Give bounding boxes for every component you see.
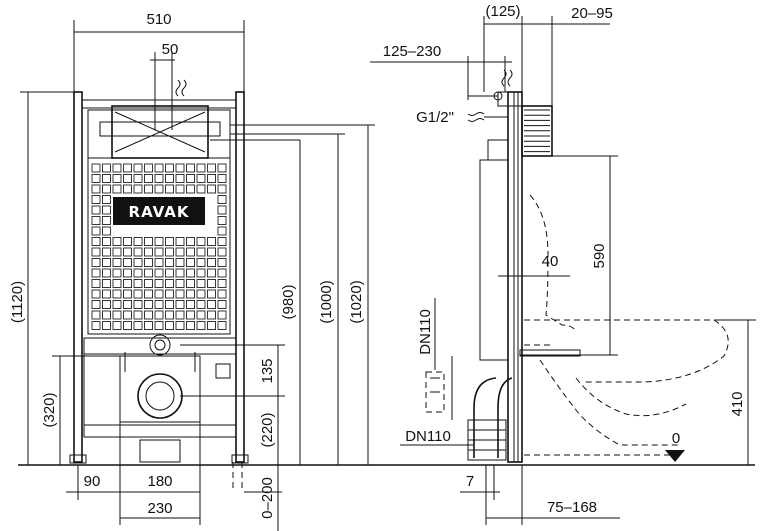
dim-7: 7: [466, 473, 474, 490]
dim-980: (980): [280, 284, 297, 319]
dim-1120: (1120): [9, 281, 26, 323]
dim-20-95: 20–95: [571, 5, 613, 22]
front-frame: [69, 91, 249, 492]
front-dimensions: 510 50 (1120) (320) (980) (1000) (1020): [9, 11, 375, 531]
zero-level-marker: [665, 450, 685, 462]
wc-bowl-outline: [520, 194, 729, 456]
thread-g12: G1/2": [416, 109, 454, 126]
dim-510: 510: [146, 11, 171, 28]
dim-0-200: 0–200: [259, 477, 276, 519]
dim-1000: (1000): [318, 280, 335, 323]
dn110-upper: DN110: [417, 309, 434, 355]
dim-135: 135: [259, 358, 276, 383]
dim-410: 410: [729, 391, 746, 416]
dn110-lower: DN110: [405, 428, 451, 445]
dim-90: 90: [84, 473, 101, 490]
dim-230: 230: [147, 500, 172, 517]
dim-125-230: 125–230: [383, 43, 441, 60]
cistern-grid: [91, 163, 227, 330]
zero-level: 0: [672, 430, 680, 447]
dim-220: (220): [259, 412, 276, 447]
side-dimensions: (125) 20–95 125–230 G1/2" 590 40 DN110 D…: [370, 3, 756, 525]
ravak-logo: RAVAK: [113, 197, 205, 225]
dim-1020: (1020): [348, 280, 365, 323]
dim-180: 180: [147, 473, 172, 490]
dim-50: 50: [162, 41, 179, 58]
dim-125: (125): [485, 3, 520, 20]
brand-text: RAVAK: [129, 203, 190, 221]
water-inlet-icon: [175, 79, 187, 97]
dim-590: 590: [591, 243, 608, 268]
dim-40: 40: [542, 253, 559, 270]
dim-320: (320): [41, 392, 58, 427]
dim-75-168: 75–168: [547, 499, 597, 516]
side-water-inlet-icon: [501, 69, 513, 87]
